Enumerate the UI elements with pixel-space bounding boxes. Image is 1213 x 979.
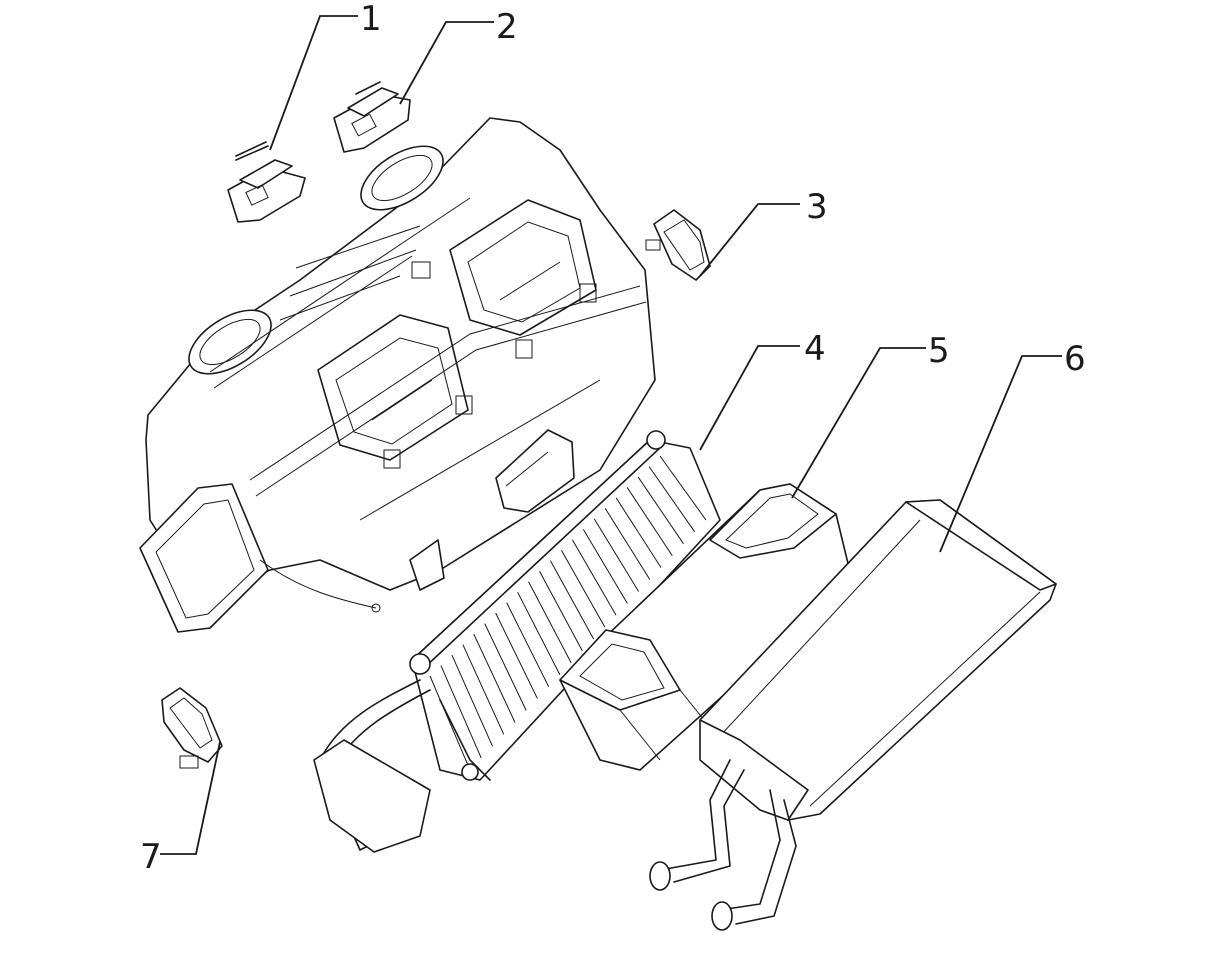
part-4-evaporator bbox=[313, 430, 721, 853]
evaporator-fin bbox=[615, 497, 662, 568]
evaporator-fin bbox=[484, 623, 527, 711]
callout-2: 2 bbox=[496, 7, 518, 47]
part-1-actuator bbox=[227, 141, 306, 223]
evaporator-fin bbox=[473, 633, 516, 723]
evaporator-fin bbox=[440, 665, 482, 759]
callout-3: 3 bbox=[806, 187, 828, 227]
evaporator-fin bbox=[539, 571, 583, 652]
evaporator-fin bbox=[582, 529, 628, 604]
evaporator-fin bbox=[429, 675, 471, 771]
evaporator-fin bbox=[560, 550, 606, 628]
part-5-duct bbox=[559, 483, 853, 771]
callout-6: 6 bbox=[1064, 339, 1086, 379]
evaporator-fin bbox=[659, 455, 707, 521]
part-7-actuator bbox=[161, 687, 223, 769]
evaporator-fin bbox=[626, 487, 673, 556]
evaporator-fin bbox=[517, 591, 561, 675]
evaporator-fin bbox=[604, 508, 651, 580]
callout-5: 5 bbox=[928, 331, 950, 371]
callout-1: 1 bbox=[360, 0, 382, 39]
part-2-actuator bbox=[333, 81, 411, 153]
callout-labels: 1 2 3 4 5 6 7 bbox=[140, 0, 1086, 877]
hvac-housing bbox=[139, 117, 656, 633]
evaporator-fin bbox=[451, 654, 493, 747]
leader-lines bbox=[160, 15, 1062, 855]
callout-7: 7 bbox=[140, 837, 162, 877]
evaporator-fin bbox=[648, 466, 696, 533]
evaporator-fin bbox=[495, 612, 538, 699]
part-6-heater-core bbox=[649, 499, 1057, 931]
evaporator-fin bbox=[550, 560, 595, 640]
evaporator-fin bbox=[593, 518, 639, 592]
evaporator-fin bbox=[528, 581, 572, 664]
evaporator-fin bbox=[571, 539, 617, 616]
evaporator-fin bbox=[637, 476, 684, 545]
evaporator-fin bbox=[506, 602, 550, 687]
part-3-actuator bbox=[645, 209, 711, 281]
evaporator-fin bbox=[462, 644, 505, 735]
callout-4: 4 bbox=[804, 329, 826, 369]
